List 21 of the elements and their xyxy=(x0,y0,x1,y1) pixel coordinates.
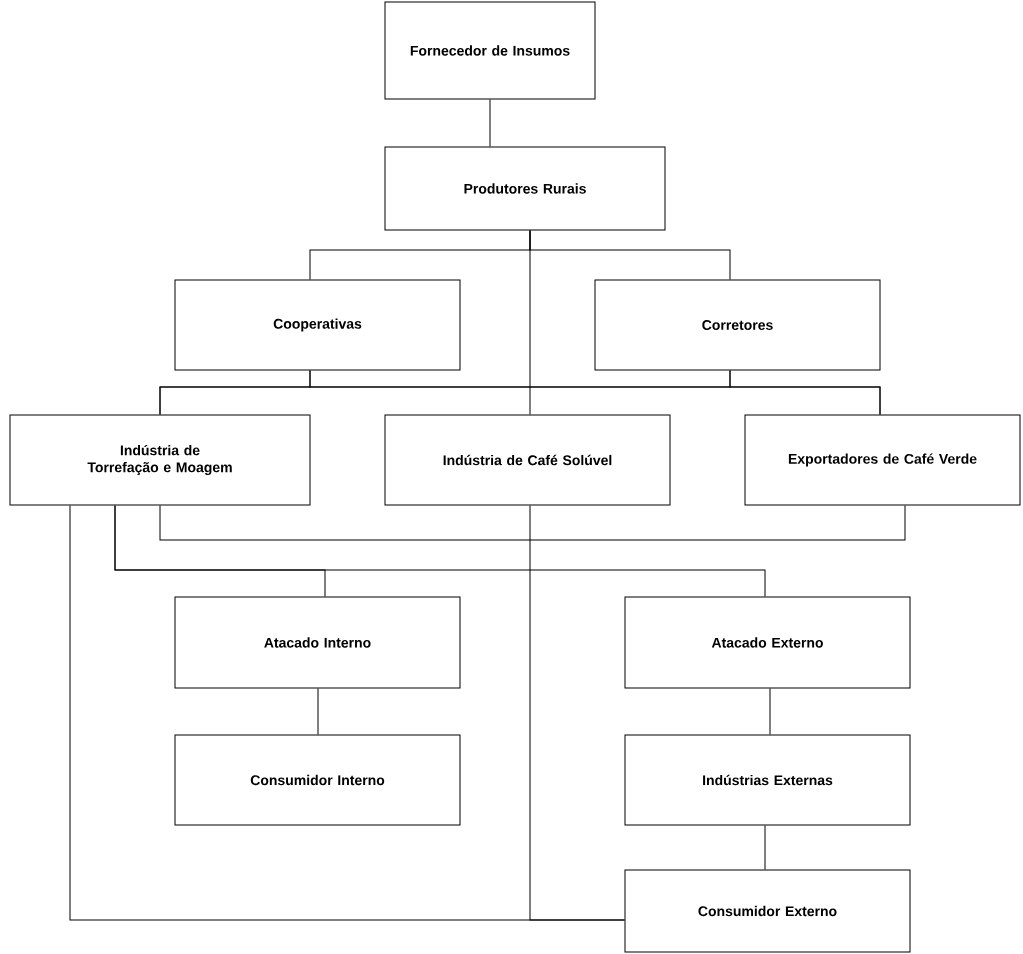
connector-line xyxy=(529,230,531,415)
connector-line xyxy=(317,688,319,735)
connector-line xyxy=(489,99,491,147)
connector-line xyxy=(769,688,771,735)
process-box: Consumidor Interno xyxy=(174,734,461,826)
process-box: Corretores xyxy=(594,279,881,371)
connector-line xyxy=(729,370,881,415)
connector-line xyxy=(529,505,625,921)
connector-line xyxy=(159,505,906,541)
process-box: Cooperativas xyxy=(174,279,461,371)
process-box: Produtores Rurais xyxy=(384,146,666,231)
process-box: Atacado Interno xyxy=(174,596,461,689)
process-box: Indústria de Café Solúvel xyxy=(384,414,671,506)
process-box: Consumidor Externo xyxy=(624,869,911,953)
process-box: Atacado Externo xyxy=(624,596,911,689)
process-box: Exportadores de Café Verde xyxy=(744,414,1021,506)
process-box: Fornecedor de Insumos xyxy=(384,1,596,100)
connector-line xyxy=(114,505,766,597)
process-box: Indústrias Externas xyxy=(624,734,911,826)
connector-line xyxy=(764,825,766,870)
process-box: Indústria de Torrefação e Moagem xyxy=(9,414,311,506)
